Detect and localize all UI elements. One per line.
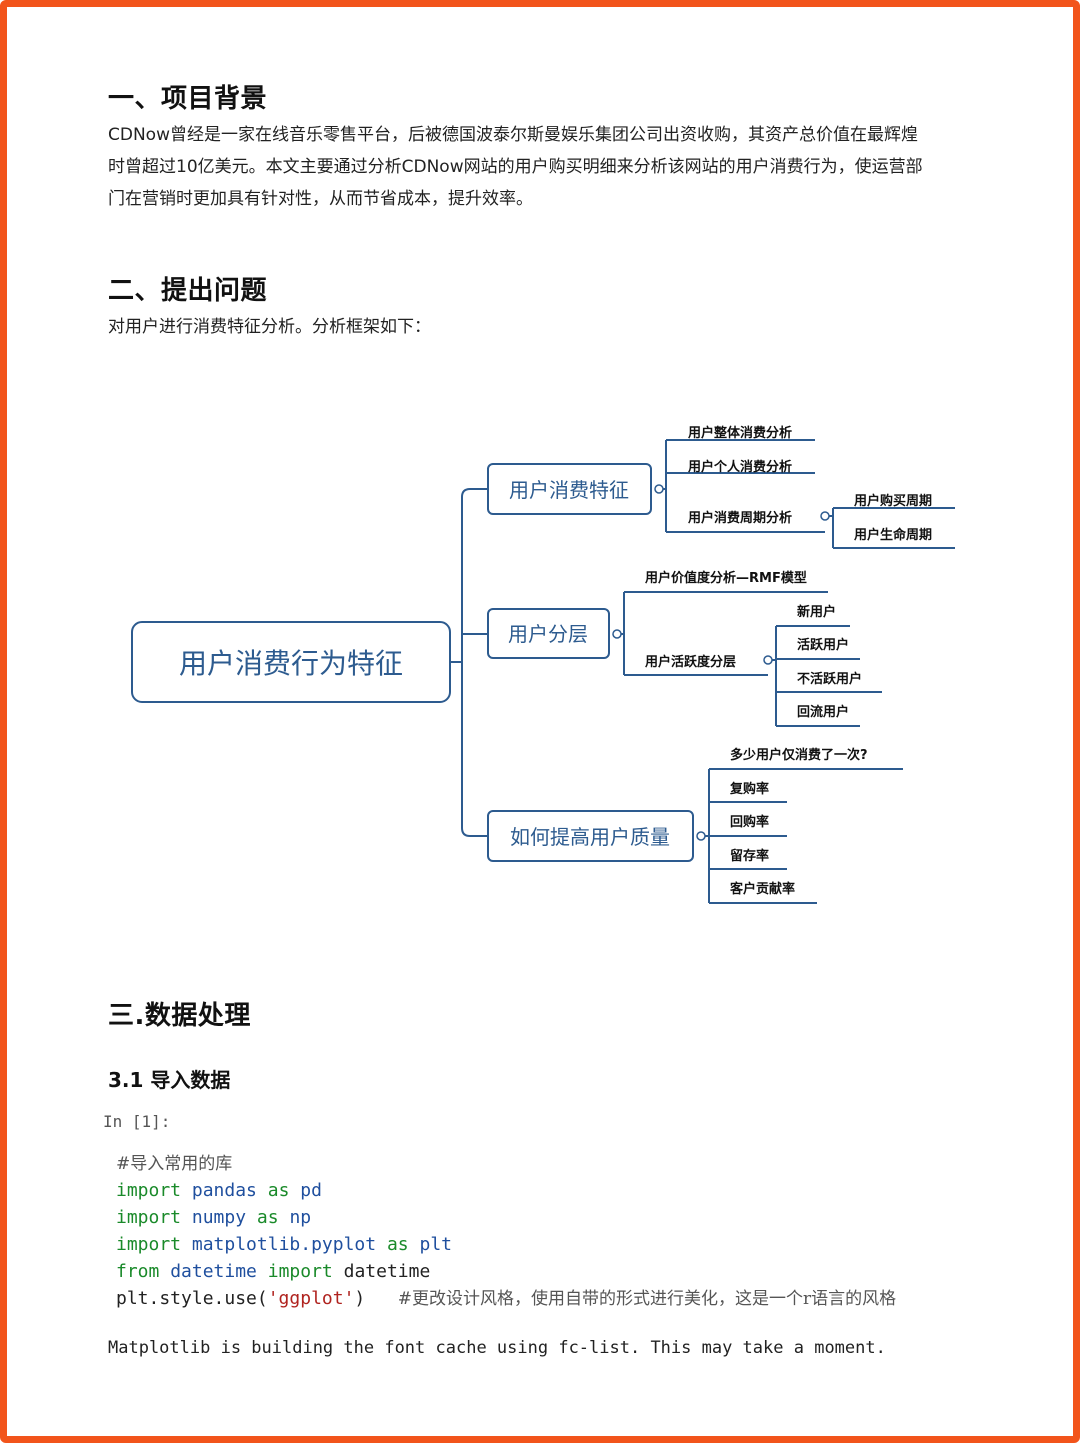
code-line-2: import pandas as pd [116,1177,896,1204]
question-paragraph: 对用户进行消费特征分析。分析框架如下： [108,317,431,337]
background-paragraph: CDNow曾经是一家在线音乐零售平台，后被德国波泰尔斯曼娱乐集团公司出资收购，其… [108,119,978,215]
background-line-2: 时曾超过10亿美元。本文主要通过分析CDNow网站的用户购买明细来分析该网站的用… [108,157,923,177]
mindmap-branch1-sub1: 用户购买周期 [853,493,932,509]
code-line-3: import numpy as np [116,1204,896,1231]
mindmap-branch3-leaf2: 回购率 [730,814,769,830]
mindmap-branch1-connectors [663,439,825,533]
mindmap-branch3-collapse-icon[interactable] [696,831,706,841]
module-numpy: numpy [191,1207,247,1228]
mindmap-branch3-leaf4: 客户贡献率 [730,881,795,897]
code-line-1: #导入常用的库 [116,1150,896,1177]
background-line-3: 门在营销时更加具有针对性，从而节省成本，提升效率。 [108,189,533,209]
alias-np: np [289,1207,312,1228]
mindmap-branch2-sub4: 回流用户 [797,704,849,720]
code-style-call: plt.style.use( [116,1288,268,1309]
module-datetime: datetime [170,1261,257,1282]
mindmap-branch3-box [487,810,694,862]
mindmap-branch1-label: 用户消费特征 [509,478,629,502]
background-line-1: CDNow曾经是一家在线音乐零售平台，后被德国波泰尔斯曼娱乐集团公司出资收购，其… [108,125,918,145]
mindmap-leaf3-collapse-icon[interactable] [820,511,830,521]
mindmap-diagram: 用户消费行为特征 用户消费特征 用户整体消费分析 用户个人消费分析 用户消费周期… [131,425,955,904]
module-matplotlib: matplotlib.pyplot [191,1234,377,1255]
alias-pd: pd [300,1180,322,1201]
mindmap-branch3-leaf1: 复购率 [729,781,769,797]
mindmap-branch1-leaf3: 用户消费周期分析 [687,510,792,526]
code-cell[interactable]: #导入常用的库 import pandas as pd import numpy… [116,1150,896,1312]
mindmap-leaf2-connectors [772,625,882,727]
section-title-data: 三.数据处理 [108,1001,251,1031]
keyword-import: import [267,1261,333,1282]
name-datetime: datetime [343,1261,431,1282]
mindmap-root-connectors [450,488,488,837]
mindmap-branch2-collapse-icon[interactable] [612,629,622,639]
mindmap-branch2-box [487,608,610,659]
mindmap-branch3-label: 如何提高用户质量 [510,825,670,849]
cell-prompt: In [1]: [103,1112,171,1131]
mindmap-root-label: 用户消费行为特征 [179,647,403,680]
keyword-from: from [116,1261,160,1282]
mindmap-branch3-connectors [705,768,903,904]
keyword-as: as [267,1180,290,1201]
mindmap-branch1-leaf1: 用户整体消费分析 [687,425,792,441]
cell-output: Matplotlib is building the font cache us… [108,1338,886,1358]
mindmap-branch1-sub2: 用户生命周期 [853,527,932,543]
mindmap-leaf3-connectors [829,507,955,549]
code-line-5: from datetime import datetime [116,1258,896,1285]
mindmap-branch2-sub2: 活跃用户 [797,637,849,653]
mindmap-branch2-leaf1: 用户价值度分析—RMF模型 [644,570,807,586]
subsection-title-import: 3.1 导入数据 [108,1068,231,1092]
mindmap-leaf2-collapse-icon[interactable] [763,655,773,665]
mindmap-branch2-sub3: 不活跃用户 [797,671,862,687]
mindmap-branch3-leaf0: 多少用户仅消费了一次? [730,747,868,763]
keyword-as: as [386,1234,409,1255]
keyword-import: import [116,1234,182,1255]
keyword-import: import [116,1207,182,1228]
section-title-background: 一、项目背景 [108,84,268,114]
mindmap-branch2-label: 用户分层 [508,622,588,646]
code-string-ggplot: 'ggplot' [267,1288,355,1309]
mindmap-branch2-leaf2: 用户活跃度分层 [644,654,736,670]
code-comment-style: #更改设计风格，使用自带的形式进行美化，这是一个r语言的风格 [397,1289,897,1309]
keyword-as: as [256,1207,279,1228]
mindmap-branch2-sub1: 新用户 [797,604,836,620]
mindmap-branch1-collapse-icon[interactable] [654,484,664,494]
mindmap-branch1-box [487,463,652,515]
mindmap-branch3-leaf3: 留存率 [730,848,769,864]
code-close-paren: ) [354,1288,366,1309]
code-line-6: plt.style.use('ggplot') #更改设计风格，使用自带的形式进… [116,1285,896,1312]
module-pandas: pandas [191,1180,257,1201]
mindmap-branch2-connectors [621,591,828,676]
section-title-question: 二、提出问题 [108,276,268,306]
code-comment: #导入常用的库 [116,1154,233,1174]
mindmap-branch1-leaf2: 用户个人消费分析 [687,459,792,475]
alias-plt: plt [419,1234,452,1255]
code-line-4: import matplotlib.pyplot as plt [116,1231,896,1258]
keyword-import: import [116,1180,182,1201]
